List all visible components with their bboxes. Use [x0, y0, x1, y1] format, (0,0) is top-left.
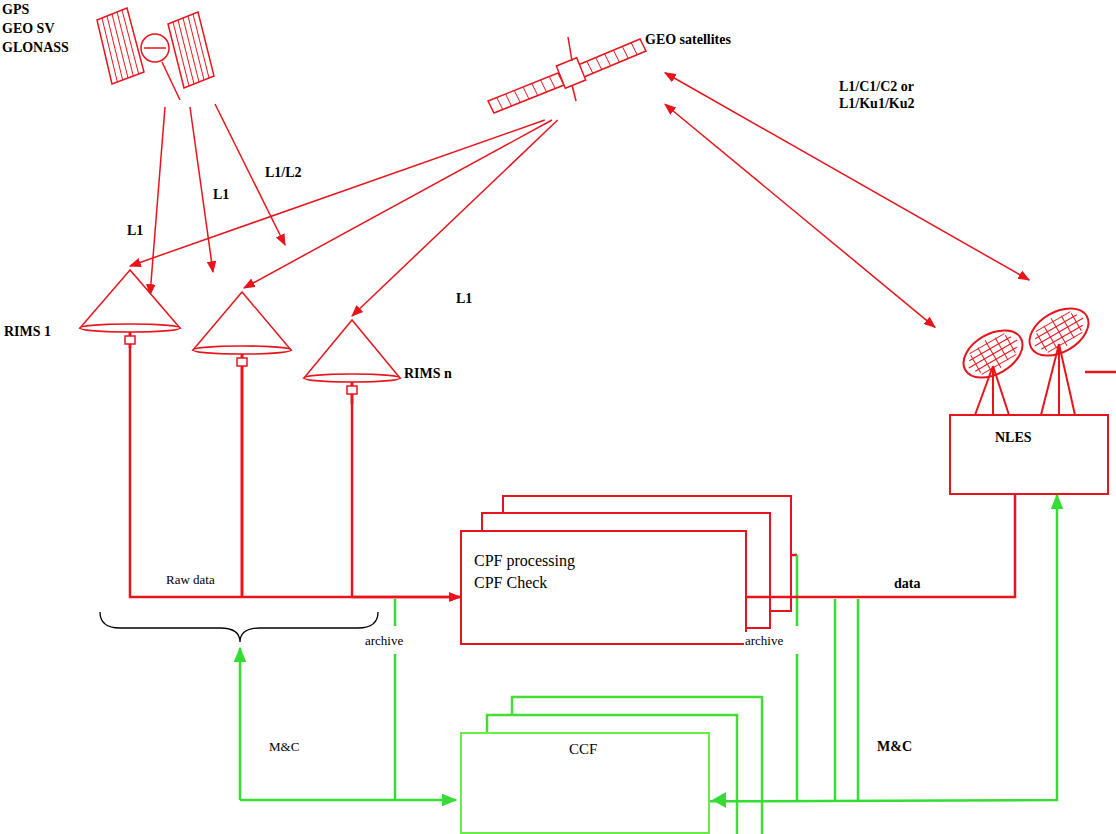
gps-signal-arrow — [190, 107, 213, 272]
rims-group-bracket — [100, 612, 378, 642]
gps-signal-arrow — [150, 107, 165, 295]
panel-stripe — [613, 50, 619, 62]
node-text: GEO satellites — [645, 32, 731, 48]
panel-stripe — [605, 54, 611, 66]
panel-stripe — [523, 87, 529, 99]
rims-antenna-middle — [193, 292, 291, 597]
antenna-cone — [304, 320, 400, 378]
signal-label: M&C — [268, 738, 300, 755]
antenna-connector — [125, 336, 135, 344]
antenna-connector — [347, 386, 357, 394]
panel-stripe — [541, 80, 547, 92]
dish-antenna — [955, 321, 1030, 415]
panel-stripe — [622, 46, 628, 58]
signal-arrows — [150, 104, 552, 295]
edge-label: M&C — [876, 738, 913, 755]
node-text: GEO SV — [2, 21, 55, 37]
control-box: CCF — [460, 732, 710, 834]
node-text: CCF — [569, 740, 597, 758]
earth-station: NLES — [935, 280, 1116, 495]
connector — [130, 120, 545, 266]
solar-panel — [488, 73, 564, 113]
panel-stripe — [631, 43, 637, 55]
connector — [352, 404, 460, 597]
panel-stripe — [497, 98, 503, 110]
node-text: NLES — [995, 430, 1032, 446]
panel-stripe — [549, 77, 555, 89]
panel-stripe — [587, 61, 593, 73]
signal-label: Raw data — [165, 571, 216, 588]
node-text: RIMS 1 — [4, 324, 51, 340]
solar-panel — [578, 39, 646, 77]
solar-panel — [168, 12, 214, 88]
signal-label: L1/L2 — [264, 164, 303, 181]
panel-stripe — [532, 84, 538, 96]
dish-antenna — [1021, 299, 1096, 415]
node-text: GLONASS — [2, 40, 69, 56]
earth-station-outline — [935, 280, 1116, 495]
station-box — [950, 415, 1108, 494]
panel-stripe — [122, 10, 139, 74]
node-text: CPF processing — [474, 552, 575, 570]
panel-stripe — [506, 94, 512, 106]
geo-satellite-outline — [480, 15, 665, 120]
connector — [352, 120, 558, 316]
process-box: CPF processingCPF Check — [460, 530, 747, 645]
edge-label: L1/C1/C2 or L1/Ku1/Ku2 — [838, 78, 952, 112]
connector — [130, 348, 460, 597]
antenna-cone — [80, 270, 180, 328]
connector — [665, 104, 935, 327]
gps-satellite: GPS GEO SV GLONASS — [2, 2, 217, 107]
rims-antenna-outline — [300, 316, 470, 404]
connector — [710, 495, 1057, 801]
panel-stripe — [193, 14, 209, 78]
node-text: RIMS n — [404, 366, 452, 382]
connector — [747, 495, 1015, 597]
node-text: CPF Check — [474, 574, 547, 592]
geo-signal-arrow — [244, 120, 552, 288]
signal-label: L1 — [212, 186, 230, 203]
satellite-body — [141, 34, 169, 62]
edge-label: data — [893, 575, 921, 592]
panel-stripe — [514, 91, 520, 103]
rims-antenna: RIMS 1 — [2, 266, 182, 348]
panel-stripe — [596, 58, 602, 70]
signal-label: L1 — [126, 222, 144, 239]
node-text: GPS — [2, 2, 29, 18]
geo-satellite: GEO satellites — [480, 15, 665, 120]
rims-antenna: RIMS n — [300, 316, 470, 404]
signal-label: archive — [364, 632, 404, 649]
antenna-rim — [304, 374, 400, 382]
antenna-rim — [80, 324, 180, 332]
satellite-body — [556, 58, 585, 88]
signal-label: archive — [744, 632, 784, 649]
edge-label: L1 — [455, 290, 473, 307]
solar-panel — [97, 8, 144, 84]
connector — [665, 73, 1029, 280]
